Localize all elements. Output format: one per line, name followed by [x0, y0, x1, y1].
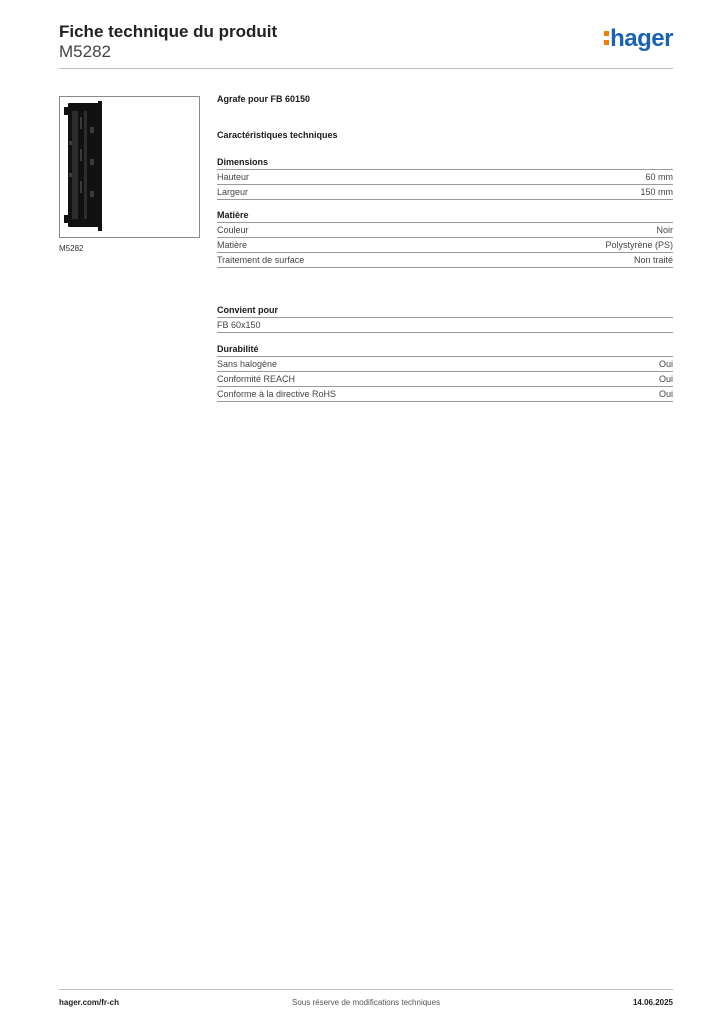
footer-divider	[59, 989, 673, 990]
spec-value: Non traité	[633, 255, 673, 265]
spec-value: Polystyrène (PS)	[605, 240, 673, 250]
product-image	[59, 96, 200, 238]
section-title: Convient pour	[217, 303, 673, 318]
spec-label: Sans halogène	[217, 359, 278, 369]
spec-row: Couleur Noir	[217, 223, 673, 238]
logo-text: hager	[610, 25, 673, 52]
section-dimensions: Dimensions Hauteur 60 mm Largeur 150 mm	[217, 155, 673, 200]
spec-value: Oui	[658, 389, 673, 399]
section-title: Dimensions	[217, 155, 673, 170]
spec-row: FB 60x150	[217, 318, 673, 333]
section-title: Durabilité	[217, 342, 673, 357]
section-fits: Convient pour FB 60x150	[217, 303, 673, 333]
spec-value: Oui	[658, 374, 673, 384]
page-title: Fiche technique du produit	[59, 22, 278, 41]
footer-date: 14.06.2025	[632, 998, 673, 1007]
spec-row: Matière Polystyrène (PS)	[217, 238, 673, 253]
product-clip-icon	[64, 101, 102, 231]
spec-label: Largeur	[217, 187, 249, 197]
logo-dots-icon	[604, 25, 610, 45]
page-header: Fiche technique du produit M5282 hager	[59, 20, 673, 70]
spec-row: Conforme à la directive RoHS Oui	[217, 387, 673, 402]
spec-value: 150 mm	[640, 187, 673, 197]
characteristics-title: Caractéristiques techniques	[217, 130, 338, 140]
spec-label: Matière	[217, 240, 248, 250]
spec-label: FB 60x150	[217, 320, 261, 330]
spec-label: Conforme à la directive RoHS	[217, 389, 337, 399]
footer-notice: Sous réserve de modifications techniques	[292, 998, 441, 1007]
spec-row: Sans halogène Oui	[217, 357, 673, 372]
spec-row: Hauteur 60 mm	[217, 170, 673, 185]
spec-label: Couleur	[217, 225, 249, 235]
spec-value: Noir	[656, 225, 673, 235]
spec-label: Traitement de surface	[217, 255, 305, 265]
spec-row: Traitement de surface Non traité	[217, 253, 673, 268]
spec-row: Conformité REACH Oui	[217, 372, 673, 387]
section-durability: Durabilité Sans halogène Oui Conformité …	[217, 342, 673, 402]
footer-website-link[interactable]: hager.com/fr-ch	[59, 998, 120, 1007]
header-divider	[59, 68, 673, 69]
product-reference: M5282	[59, 42, 111, 61]
spec-label: Conformité REACH	[217, 374, 296, 384]
spec-value: Oui	[658, 359, 673, 369]
section-title: Matière	[217, 208, 673, 223]
section-material: Matière Couleur Noir Matière Polystyrène…	[217, 208, 673, 268]
spec-value: 60 mm	[645, 172, 673, 182]
product-name: Agrafe pour FB 60150	[217, 94, 311, 104]
hager-logo[interactable]: hager	[604, 25, 673, 53]
image-caption: M5282	[59, 244, 84, 253]
spec-row: Largeur 150 mm	[217, 185, 673, 200]
spec-label: Hauteur	[217, 172, 250, 182]
